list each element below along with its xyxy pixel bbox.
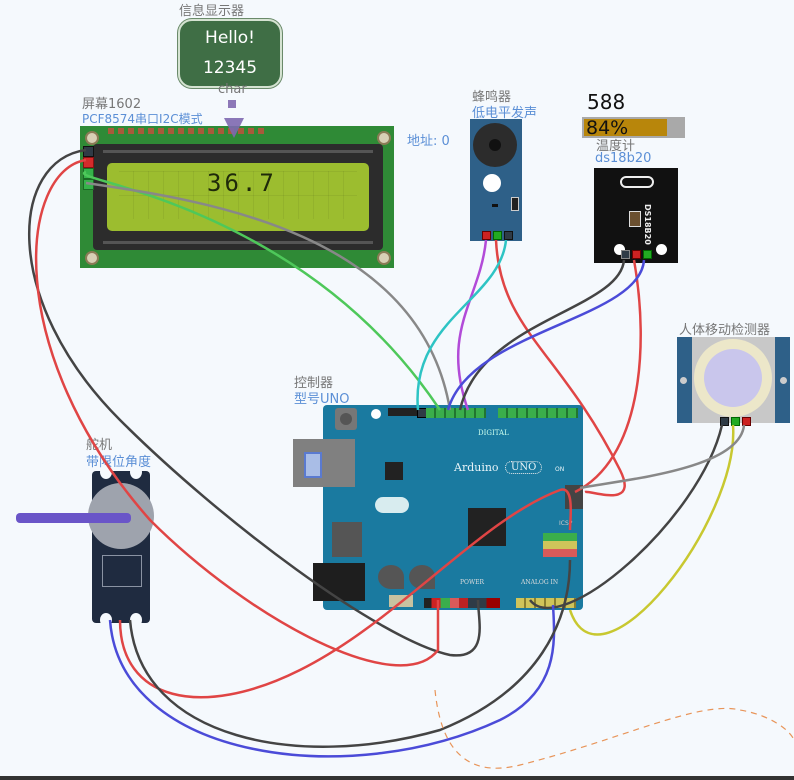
lcd-mount-hole [85, 251, 99, 265]
lcd-text: 36.7 [207, 169, 277, 197]
digital-header-right[interactable] [498, 408, 578, 418]
power-jack [313, 563, 365, 601]
wire-therm-vcc [574, 259, 642, 494]
lcd-address: 地址: 0 [407, 134, 450, 149]
icsp-label: ICSP [559, 520, 573, 527]
dashed-path [434, 689, 794, 769]
ds18b20-module[interactable]: DS18B20 [594, 168, 678, 263]
digital-header-left[interactable] [426, 408, 486, 418]
thermometer-percent: 84% [586, 117, 629, 139]
servo-subtitle: 带限位角度 [86, 455, 152, 470]
board-brand: Arduino [454, 461, 499, 474]
thermometer-pin-gnd[interactable] [621, 250, 630, 259]
buzzer-subtitle: 低电平发声 [472, 106, 538, 121]
info-display[interactable]: Hello! 12345 [178, 19, 282, 88]
power-label: POWER [460, 579, 485, 586]
bottom-bar [0, 776, 794, 780]
wire-pir-out [568, 424, 735, 636]
board-model: UNO [505, 461, 543, 474]
connector-arrow-icon [224, 118, 244, 138]
lcd-pin-gnd[interactable] [83, 146, 94, 157]
lcd-mount-hole [377, 131, 391, 145]
pir-pin-vcc[interactable] [742, 417, 751, 426]
wire-therm-out [446, 259, 646, 411]
thermometer-pin-vcc[interactable] [632, 250, 641, 259]
buzzer-speaker-icon [473, 123, 517, 167]
on-led-label: ON [555, 466, 565, 473]
analog-label: ANALOG IN [521, 579, 559, 586]
header-left-black [388, 408, 418, 416]
thermometer-value: 588 [587, 90, 626, 114]
lcd-mount-hole [377, 251, 391, 265]
wire-therm-gnd [458, 259, 626, 411]
info-display-line1: Hello! [205, 28, 255, 48]
lcd-screen: 36.7 [107, 163, 369, 231]
lcd-header-pins [108, 128, 264, 134]
info-display-type: char [218, 82, 247, 97]
analog-header[interactable] [516, 598, 576, 608]
servo-motor[interactable] [88, 465, 154, 627]
buzzer-pin-gnd[interactable] [504, 231, 513, 240]
usb-port [293, 439, 355, 487]
wire-buzzer-gnd [416, 239, 508, 411]
buzzer-title: 蜂鸣器 [472, 90, 512, 105]
atmega-chip [468, 508, 506, 546]
icsp-header[interactable] [565, 485, 583, 509]
thermometer-subtitle: ds18b20 [595, 151, 652, 166]
pir-title: 人体移动检测器 [679, 323, 771, 338]
thermometer-progress-fill [584, 119, 668, 136]
lcd-pin-scl[interactable] [83, 179, 94, 190]
wire-servo-signal [108, 604, 556, 758]
pir-sensor[interactable] [677, 337, 790, 426]
info-display-line2: 12345 [202, 58, 258, 78]
lcd-1602[interactable]: 36.7 [80, 126, 394, 268]
power-header[interactable] [424, 598, 500, 608]
thermometer-progress: 84% [582, 117, 685, 139]
servo-arm[interactable] [16, 513, 131, 523]
chip-label: DS18B20 [643, 204, 652, 245]
thermometer-icon [620, 176, 654, 188]
lcd-subtitle: PCF8574串口I2C模式 [82, 112, 203, 126]
wire-pir-vcc [579, 424, 746, 490]
thermometer-title: 温度计 [596, 139, 636, 154]
lcd-pin-sda[interactable] [83, 168, 94, 179]
arduino-uno[interactable]: DIGITAL Arduino UNO ON ICSP POWER ANALOG… [293, 405, 583, 610]
reset-button[interactable] [335, 408, 357, 430]
io-block[interactable] [543, 533, 577, 557]
lcd-pin-vcc[interactable] [83, 157, 94, 168]
lcd-mount-hole [85, 131, 99, 145]
thermometer-pin-out[interactable] [643, 250, 652, 259]
lcd-title: 屏幕1602 [82, 97, 142, 112]
buzzer-pin-io[interactable] [482, 231, 491, 240]
connector-handle[interactable] [228, 100, 236, 108]
pir-pin-gnd[interactable] [720, 417, 729, 426]
lcd-bezel: 36.7 [93, 144, 383, 250]
buzzer-pin-vcc[interactable] [493, 231, 502, 240]
wire-buzzer-io [457, 239, 488, 411]
buzzer-module[interactable] [470, 119, 522, 241]
info-display-title: 信息显示器 [179, 4, 245, 19]
pir-pin-out[interactable] [731, 417, 740, 426]
digital-label: DIGITAL [478, 429, 509, 437]
